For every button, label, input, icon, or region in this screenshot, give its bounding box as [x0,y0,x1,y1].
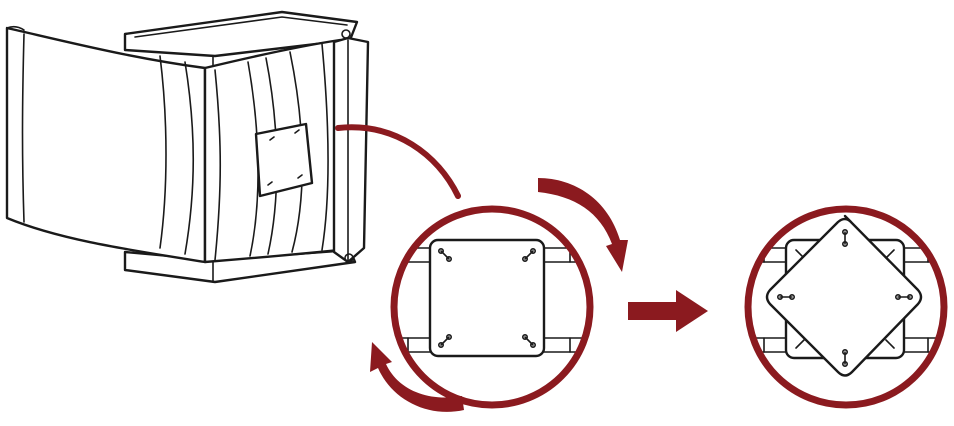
magnifier-ring-b [744,205,948,409]
square-plate [428,238,546,358]
callout-leader [335,124,461,199]
mounting-plate [254,122,314,198]
magnified-detail-rotated [744,205,948,409]
direction-arrow [628,290,708,332]
rotated-plate-slots [776,229,913,367]
magnifier-ring-a [390,205,594,409]
rotated-plate [765,214,923,377]
magnified-detail-square [390,205,594,409]
speaker-cabinet [5,10,370,284]
rotate-arrow-counterclockwise [370,342,464,412]
cabinet-left-face [5,26,207,264]
rear-rail [332,36,370,264]
plate-slots [437,248,536,348]
rotate-arrow-clockwise [538,178,628,272]
